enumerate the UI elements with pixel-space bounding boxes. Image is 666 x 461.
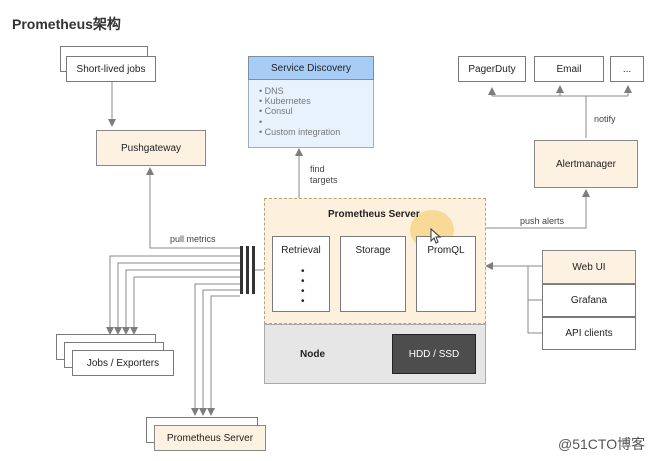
sd-item-consul: • Consul	[259, 106, 293, 117]
find-targets-label-2: targets	[310, 175, 338, 185]
prometheus-server-title: Prometheus Server	[328, 209, 420, 220]
notify-label: notify	[594, 114, 616, 124]
storage-label: Storage	[355, 244, 391, 256]
push-alerts-label: push alerts	[520, 216, 565, 226]
promql-box: PromQL	[416, 236, 476, 312]
short-lived-jobs-box: Short-lived jobs	[66, 56, 156, 82]
pull-metrics-label: pull metrics	[170, 234, 216, 244]
node-label: Node	[300, 349, 325, 360]
retrieval-box: Retrieval ••••	[272, 236, 330, 312]
sd-item-empty: •	[259, 116, 263, 127]
pagerduty-box: PagerDuty	[458, 56, 526, 82]
watermark: @51CTO博客	[558, 436, 646, 452]
find-targets-label-1: find	[310, 164, 325, 174]
cursor-icon	[430, 228, 442, 244]
hdd-ssd-box: HDD / SSD	[392, 334, 476, 374]
retrieval-label: Retrieval	[281, 244, 321, 256]
retrieval-dots: ••••	[301, 266, 305, 307]
sd-item-kubernetes: • Kubernetes	[259, 96, 311, 107]
pushgateway-box: Pushgateway	[96, 130, 206, 166]
promql-label: PromQL	[427, 244, 465, 256]
alertmanager-box: Alertmanager	[534, 140, 638, 188]
sd-item-dns: • DNS	[259, 86, 284, 96]
email-box: Email	[534, 56, 604, 82]
page-title: Prometheus架构	[12, 16, 121, 32]
prometheus-server-bottom-box: Prometheus Server	[154, 425, 266, 451]
storage-box: Storage	[340, 236, 406, 312]
more-targets-box: ...	[610, 56, 644, 82]
sd-item-custom: • Custom integration	[259, 126, 341, 137]
api-clients-box: API clients	[542, 317, 636, 350]
grafana-box: Grafana	[542, 284, 636, 317]
service-discovery-header: Service Discovery	[248, 56, 374, 80]
jobs-exporters-box: Jobs / Exporters	[72, 350, 174, 376]
web-ui-box: Web UI	[542, 250, 636, 284]
service-discovery-list: • DNS • Kubernetes • Consul • • Custom i…	[248, 80, 374, 148]
